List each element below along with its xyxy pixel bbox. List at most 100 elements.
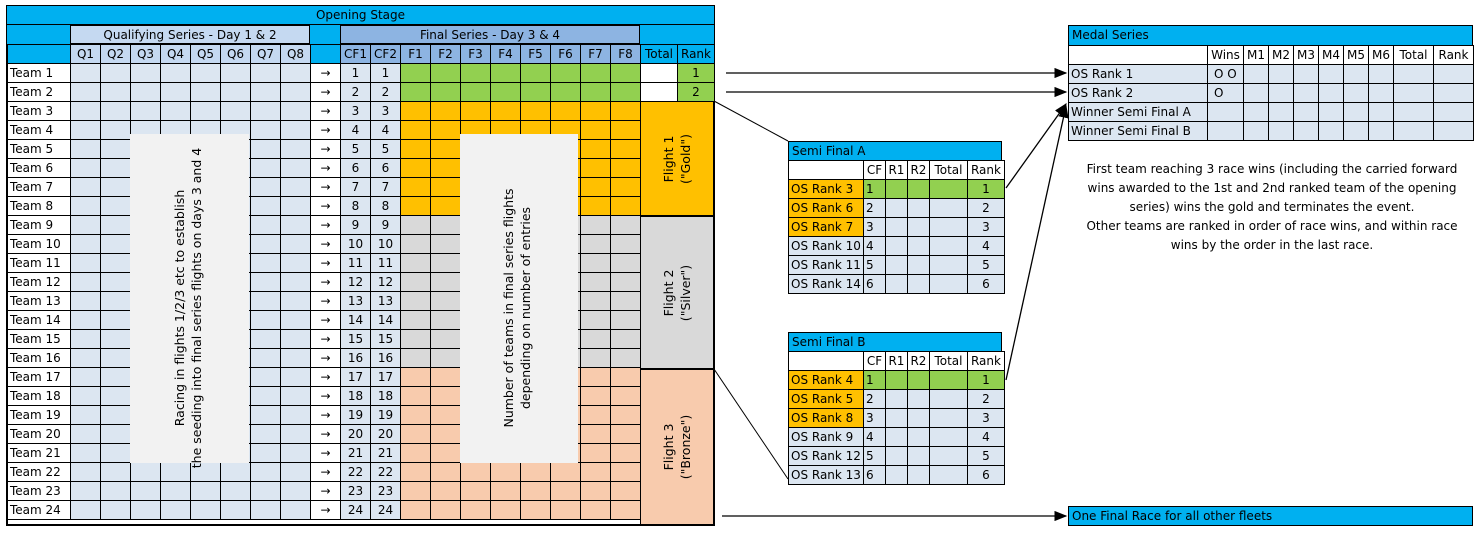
semi-race-cell [906, 236, 930, 256]
medal-race-cell [1293, 121, 1319, 141]
final-cell [580, 139, 611, 159]
final-cell [400, 253, 431, 273]
qualifying-cell [130, 500, 161, 520]
qualifying-cell [280, 481, 311, 501]
final-cell [610, 120, 641, 140]
medal-race-cell [1368, 121, 1394, 141]
qualifying-cell [100, 234, 131, 254]
semi-race-cell [928, 427, 968, 447]
medal-race-cell [1368, 83, 1394, 103]
qualifying-cell [70, 443, 101, 463]
qualifying-cell [100, 158, 131, 178]
qualifying-cell [220, 82, 251, 102]
qualifying-cell [280, 101, 311, 121]
semi-rank-cell: 2 [966, 389, 1005, 409]
medal-race-cell [1243, 83, 1269, 103]
semi-cf-cell: 3 [862, 408, 886, 428]
qualifying-cell [160, 82, 191, 102]
qualifying-cell [250, 63, 281, 83]
medal-race-cell [1318, 64, 1344, 84]
carry-forward-cell: 24 [340, 500, 371, 520]
qualifying-cell [70, 481, 101, 501]
seeding-arrow: → [310, 424, 341, 444]
semi-entry-name: OS Rank 10 [788, 236, 864, 256]
semi-race-cell [884, 236, 908, 256]
final-cell [430, 120, 461, 140]
semi-race-cell [928, 389, 968, 409]
flight-3-bronze: Flight 3 ("Bronze") [640, 369, 714, 525]
semi-rank-cell: 5 [966, 255, 1005, 275]
col-header-q2: Q2 [100, 44, 131, 64]
semi-cf-cell: 2 [862, 198, 886, 218]
table-row: Winner Semi Final B [1068, 121, 1474, 141]
total-cell [640, 82, 678, 102]
semi-race-cell [906, 198, 930, 218]
semi-entry-name: OS Rank 11 [788, 255, 864, 275]
final-note-box [460, 134, 578, 463]
final-cell [400, 367, 431, 387]
team-name: Team 1 [7, 63, 71, 83]
qualifying-cell [280, 158, 311, 178]
medal-race-cell [1318, 83, 1344, 103]
semi-race-cell [906, 179, 930, 199]
team-name: Team 20 [7, 424, 71, 444]
final-cell [520, 481, 551, 501]
team-name: Team 5 [7, 139, 71, 159]
final-cell [520, 462, 551, 482]
carry-forward-cell: 5 [340, 139, 371, 159]
semi-rank-cell: 1 [966, 179, 1005, 199]
medal-wins-cell [1207, 121, 1244, 141]
medal-wins-cell: O O [1207, 64, 1244, 84]
final-cell [580, 310, 611, 330]
opening-stage-title: Opening Stage [7, 6, 714, 25]
qualifying-cell [100, 329, 131, 349]
final-cell [430, 63, 461, 83]
final-cell [580, 272, 611, 292]
qualifying-cell [250, 310, 281, 330]
final-cell [430, 139, 461, 159]
col-header-q7: Q7 [250, 44, 281, 64]
qualifying-cell [220, 500, 251, 520]
qualifying-cell [100, 101, 131, 121]
qualifying-cell [130, 462, 161, 482]
qualifying-cell [280, 329, 311, 349]
medal-race-cell [1433, 102, 1474, 122]
medal-race-cell [1393, 83, 1434, 103]
carry-forward-cell: 4 [340, 120, 371, 140]
carry-forward-cell: 7 [370, 177, 401, 197]
col-header-cf1: CF1 [340, 44, 371, 64]
final-cell [490, 462, 521, 482]
final-cell [580, 253, 611, 273]
carry-forward-cell: 16 [340, 348, 371, 368]
team-name: Team 10 [7, 234, 71, 254]
medal-col-header-m1: M1 [1243, 45, 1269, 65]
semi-col-header-r2: R2 [906, 160, 930, 180]
final-cell [490, 63, 521, 83]
medal-entry-name: OS Rank 2 [1068, 83, 1208, 103]
seeding-arrow: → [310, 481, 341, 501]
semi-rank-cell: 3 [966, 408, 1005, 428]
team-name: Team 16 [7, 348, 71, 368]
qualifying-cell [100, 253, 131, 273]
qualifying-cell [220, 462, 251, 482]
qualifying-cell [100, 462, 131, 482]
team-name: Team 17 [7, 367, 71, 387]
final-cell [430, 462, 461, 482]
col-header-q6: Q6 [220, 44, 251, 64]
col-header-cf2: CF2 [370, 44, 401, 64]
col-header-f8: F8 [610, 44, 641, 64]
final-cell [610, 500, 641, 520]
carry-forward-cell: 8 [370, 196, 401, 216]
carry-forward-cell: 22 [340, 462, 371, 482]
team-name: Team 23 [7, 481, 71, 501]
qualifying-cell [250, 348, 281, 368]
medal-series-title: Medal Series [1068, 25, 1473, 45]
qualifying-cell [70, 82, 101, 102]
final-series-title: Final Series - Day 3 & 4 [340, 25, 640, 44]
medal-race-cell [1268, 121, 1294, 141]
carry-forward-cell: 21 [370, 443, 401, 463]
seeding-arrow: → [310, 120, 341, 140]
